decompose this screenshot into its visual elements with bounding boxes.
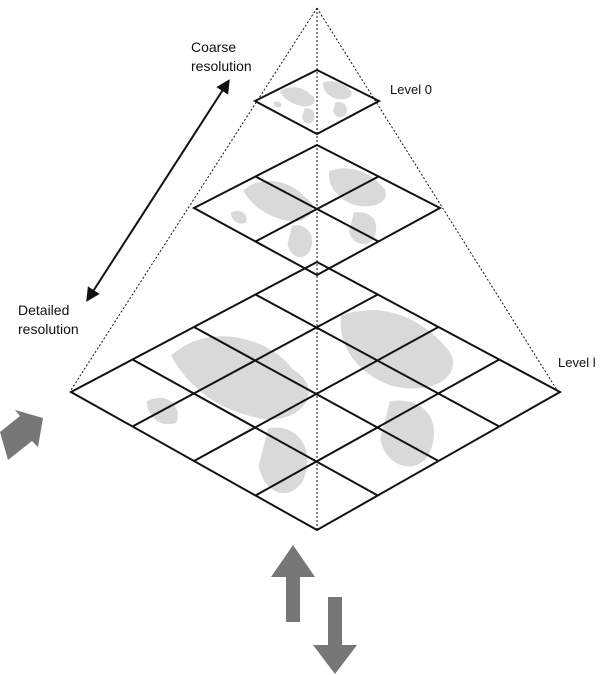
detailed-line1: Detailed — [18, 302, 70, 318]
level-l-label: Level l — [558, 355, 596, 370]
zoom-in-arrow-icon — [271, 545, 315, 622]
side-arrow-icon — [0, 410, 43, 460]
detailed-resolution-label: Detailed resolution — [18, 301, 79, 339]
pyramid-outline — [70, 7, 558, 530]
resolution-arrow-icon — [86, 79, 230, 302]
level-0-label: Level 0 — [390, 82, 432, 97]
detailed-line2: resolution — [18, 321, 79, 337]
coarse-line2: resolution — [191, 58, 252, 74]
level-l-map — [146, 310, 454, 494]
coarse-line1: Coarse — [191, 39, 237, 55]
level-1-tiles — [191, 143, 443, 277]
level-0-tiles — [252, 68, 382, 136]
coarse-resolution-label: Coarse resolution — [191, 38, 252, 76]
zoom-out-arrow-icon — [313, 597, 357, 674]
level-l-tiles — [68, 260, 563, 532]
